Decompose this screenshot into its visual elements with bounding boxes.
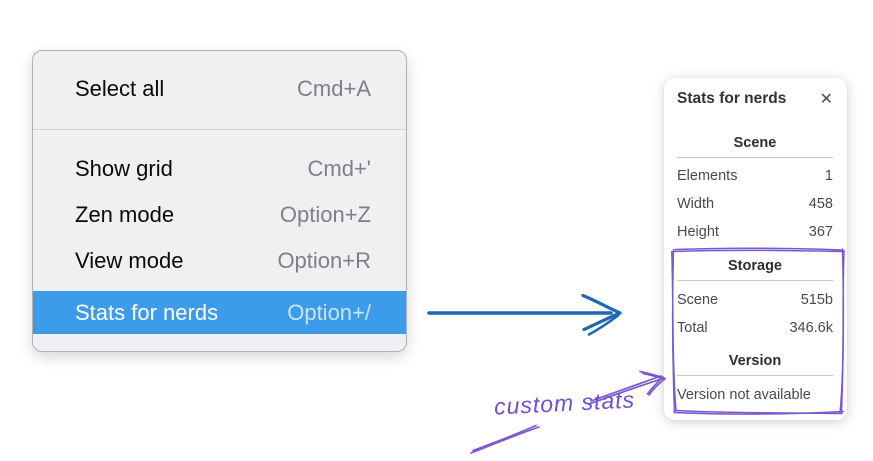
stat-value: 367 xyxy=(808,224,833,240)
menu-item-zen-mode[interactable]: Zen mode Option+Z xyxy=(33,192,406,238)
stat-label: Elements xyxy=(677,168,738,184)
version-note: Version not available xyxy=(677,387,811,403)
menu-item-label: Select all xyxy=(75,76,165,101)
menu-item-shortcut: Option+R xyxy=(277,248,371,273)
stat-row-scene-size: Scene 515b xyxy=(677,286,833,314)
menu-item-label: Show grid xyxy=(75,156,173,181)
stats-panel-title: Stats for nerds xyxy=(677,90,787,107)
menu-item-label: Stats for nerds xyxy=(75,299,219,325)
section-heading-version: Version xyxy=(728,353,782,369)
section-divider xyxy=(677,375,833,376)
menu-item-label: View mode xyxy=(75,248,184,273)
stat-value: 346.6k xyxy=(789,320,833,336)
menu-item-shortcut: Cmd+' xyxy=(307,156,372,181)
menu-divider xyxy=(33,129,406,130)
custom-stats-annotation-label: custom stats xyxy=(493,386,636,420)
section-heading-storage: Storage xyxy=(728,258,782,274)
stat-row-total-size: Total 346.6k xyxy=(677,314,833,342)
menu-item-select-all[interactable]: Select all Cmd+A xyxy=(33,68,406,110)
menu-item-shortcut: Option+/ xyxy=(287,299,371,325)
section-divider xyxy=(677,280,833,281)
stat-label: Total xyxy=(677,320,708,336)
stat-value: 515b xyxy=(800,292,833,308)
stat-row-height: Height 367 xyxy=(677,218,833,246)
section-divider xyxy=(677,157,833,158)
menu-item-stats-for-nerds[interactable]: Stats for nerds Option+/ xyxy=(33,291,406,334)
menu-item-show-grid[interactable]: Show grid Cmd+' xyxy=(33,146,406,192)
close-icon[interactable]: ✕ xyxy=(819,89,833,108)
stat-label: Width xyxy=(677,196,715,212)
stat-label: Height xyxy=(677,224,719,240)
stat-label: Scene xyxy=(677,292,719,308)
stat-row-width: Width 458 xyxy=(677,190,833,218)
stat-value: 458 xyxy=(808,196,833,212)
stats-panel: Stats for nerds ✕ Scene Elements 1 Width… xyxy=(664,78,847,420)
menu-item-shortcut: Cmd+A xyxy=(297,76,371,101)
menu-item-view-mode[interactable]: View mode Option+R xyxy=(33,238,406,284)
stat-value: 1 xyxy=(824,168,833,184)
flow-arrow xyxy=(427,293,622,336)
section-heading-scene: Scene xyxy=(733,135,777,151)
storage-rows: Scene 515b Total 346.6k xyxy=(677,286,833,342)
context-menu: Select all Cmd+A Show grid Cmd+' Zen mod… xyxy=(32,50,407,352)
stats-panel-header: Stats for nerds ✕ xyxy=(677,88,833,110)
menu-item-label: Zen mode xyxy=(75,202,175,227)
stat-row-elements: Elements 1 xyxy=(677,162,833,190)
menu-item-shortcut: Option+Z xyxy=(279,202,371,227)
scene-rows: Elements 1 Width 458 Height 367 xyxy=(677,162,833,246)
